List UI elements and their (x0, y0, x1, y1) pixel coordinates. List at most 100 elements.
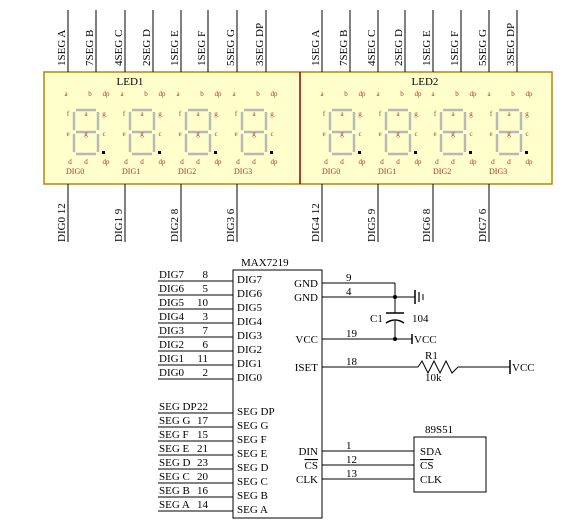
seven-segment-digit (328, 108, 361, 156)
segment-letter: dp (359, 90, 367, 98)
net-label: DIG5 (159, 297, 185, 309)
segment-letter: c (358, 130, 361, 138)
mcu-pin-name: SDA (420, 446, 442, 458)
segment-letter: c (525, 130, 528, 138)
net-label: SEG F (159, 429, 189, 441)
pin-number: 13 (346, 468, 358, 480)
segment-letter: c (158, 130, 161, 138)
segment-letter: d (340, 158, 344, 166)
chip-pin-name: DIG6 (237, 288, 263, 300)
seven-segment-digit (384, 108, 417, 156)
top-pin-label: 1SEG E (421, 30, 433, 66)
segment-letter: a (376, 90, 380, 98)
led-panel (43, 71, 553, 185)
pin-number: 5 (203, 283, 209, 295)
segment-letter: g (340, 130, 344, 138)
bottom-pin-label: DIG4 12 (310, 203, 322, 242)
pin-number: 22 (197, 401, 208, 413)
resistor-value: 10k (425, 372, 442, 384)
segment-letter: a (140, 110, 144, 118)
top-pin-label: 1SEG F (196, 31, 208, 66)
chip-pin-name: SEG D (237, 462, 269, 474)
seven-segment-digit (495, 108, 528, 156)
segment-letter: g (252, 130, 256, 138)
segment-letter: g (358, 110, 362, 118)
led-module-label: LED1 (117, 76, 144, 88)
max7219-chip-body (232, 269, 323, 519)
segment-letter: e (234, 130, 237, 138)
chip-pin-name: CS (305, 460, 318, 472)
digit-label: DIG2 (178, 167, 196, 176)
segment-letter: g (102, 110, 106, 118)
net-label: SEG C (159, 471, 190, 483)
net-label: DIG0 (159, 367, 185, 379)
chip-pin-name: GND (294, 278, 318, 290)
segment-letter: dp (415, 158, 423, 166)
net-label: DIG4 (159, 311, 185, 323)
segment-letter: g (84, 130, 88, 138)
segment-letter: e (178, 130, 181, 138)
segment-dp (358, 151, 361, 154)
digit-label: DIG0 (66, 167, 84, 176)
net-label: SEG D (159, 457, 191, 469)
segment-letter: d (68, 158, 72, 166)
capacitor-plate (385, 319, 405, 324)
top-pin-label: 4SEG C (366, 30, 378, 66)
max7219-title: MAX7219 (241, 257, 289, 269)
bottom-pin-label: DIG1 9 (113, 208, 125, 242)
segment-letter: d (451, 158, 455, 166)
net-label: DIG6 (159, 283, 185, 295)
segment-letter: g (196, 130, 200, 138)
net-label: DIG1 (159, 353, 184, 365)
chip-pin-name: SEG B (237, 490, 268, 502)
segment-letter: g (270, 110, 274, 118)
segment-letter: f (67, 110, 70, 118)
segment-letter: dp (271, 90, 279, 98)
segment-letter: g (140, 130, 144, 138)
segment-letter: b (344, 90, 348, 98)
segment-letter: f (490, 110, 493, 118)
segment-letter: f (179, 110, 182, 118)
segment-letter: f (434, 110, 437, 118)
pin-number: 16 (197, 485, 209, 497)
segment-letter: dp (271, 158, 279, 166)
segment-letter: dp (103, 90, 111, 98)
segment-letter: a (120, 90, 124, 98)
segment-letter: dp (526, 90, 534, 98)
segment-dp (469, 151, 472, 154)
seven-segment-digit (439, 108, 472, 156)
chip-pin-name: GND (294, 292, 318, 304)
segment-letter: d (324, 158, 328, 166)
segment-letter: a (176, 90, 180, 98)
seven-segment-digit (184, 108, 217, 156)
chip-pin-name: DIG7 (237, 274, 263, 286)
segment-letter: g (525, 110, 529, 118)
mcu-pin-name: CS (420, 460, 433, 472)
digit-label: DIG0 (322, 167, 340, 176)
pin-number: 21 (197, 443, 208, 455)
segment-letter: f (123, 110, 126, 118)
net-label: DIG7 (159, 269, 185, 281)
segment-letter: dp (159, 158, 167, 166)
top-pin-label: 1SEG F (449, 31, 461, 66)
top-pin-label: 5SEG G (477, 29, 489, 66)
segment-letter: dp (470, 158, 478, 166)
chip-pin-name: DIG1 (237, 358, 262, 370)
chip-pin-name: SEG DP (237, 406, 275, 418)
top-pin-label: 2SEG D (141, 29, 153, 66)
pin-number: 3 (203, 311, 209, 323)
segment-letter: c (414, 130, 417, 138)
capacitor-value: 104 (412, 313, 429, 325)
segment-letter: dp (526, 158, 534, 166)
segment-letter: a (320, 90, 324, 98)
top-pin-label: 1SEG E (169, 30, 181, 66)
segment-letter: a (196, 110, 200, 118)
segment-letter: e (66, 130, 69, 138)
segment-letter: e (433, 130, 436, 138)
bottom-pin-label: DIG6 8 (421, 208, 433, 242)
chip-pin-name: DIG2 (237, 344, 262, 356)
segment-letter: a (396, 110, 400, 118)
resistor-ref: R1 (425, 350, 438, 362)
segment-letter: b (511, 90, 515, 98)
net-label: SEG B (159, 485, 190, 497)
